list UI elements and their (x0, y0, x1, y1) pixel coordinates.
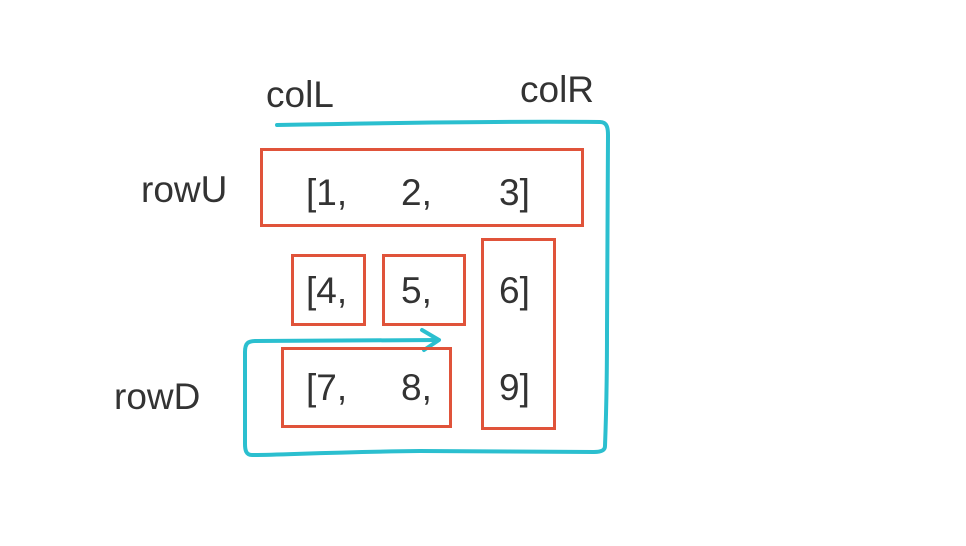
row-down-box (281, 347, 452, 428)
cell-7: [7, (306, 367, 348, 408)
col-right-label: colR (520, 69, 595, 110)
cell-6: 6] (499, 270, 530, 311)
cell-4-box (291, 254, 366, 326)
cell-5-box (382, 254, 466, 326)
cell-9: 9] (499, 367, 530, 408)
cell-2: 2, (401, 172, 432, 213)
col-right-box (481, 238, 556, 430)
cell-8: 8, (401, 367, 432, 408)
col-left-label: colL (266, 74, 334, 115)
row-up-box (260, 148, 584, 227)
row-up-label: rowU (141, 169, 228, 210)
row-down-label: rowD (114, 376, 201, 417)
cell-3: 3] (499, 172, 530, 213)
cell-1: [1, (306, 172, 348, 213)
cell-5: 5, (401, 270, 432, 311)
arrowhead-icon (420, 328, 441, 352)
cell-4: [4, (306, 270, 348, 311)
traversal-path (243, 119, 610, 457)
